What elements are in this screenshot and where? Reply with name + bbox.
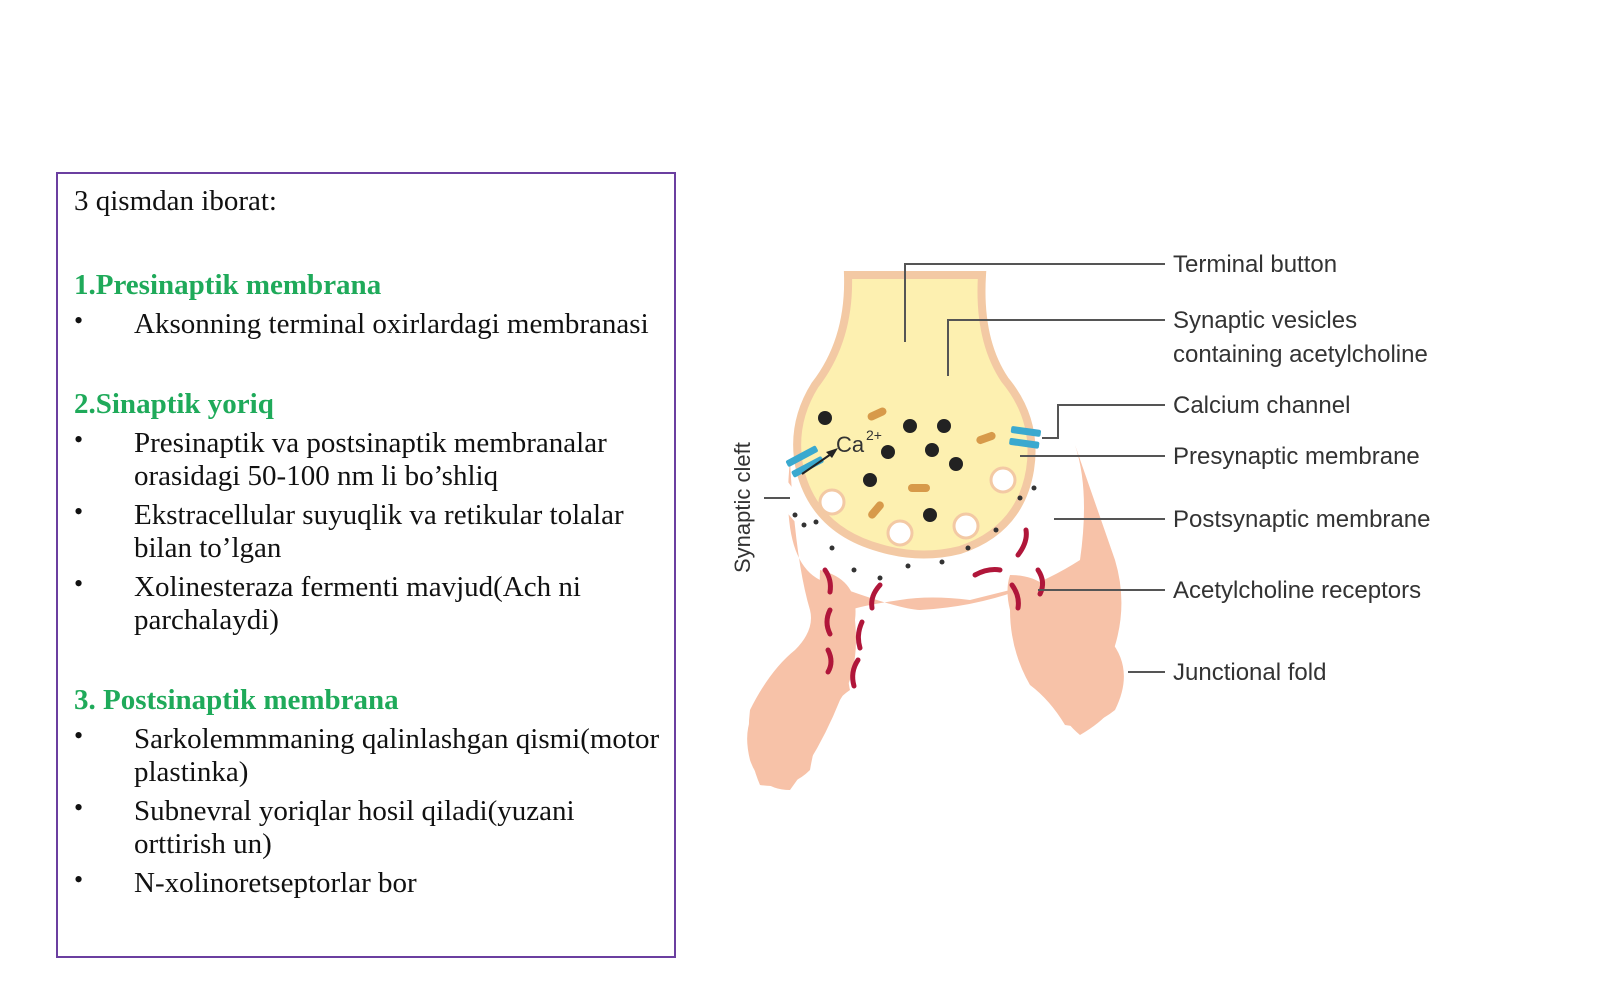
section-title: 2.Sinaptik yoriq [74,388,274,420]
vesicle [863,473,877,487]
receptor-mark [1035,567,1046,597]
fragment [976,431,996,445]
exocytosis-sites [818,466,1017,547]
bullet-list: Aksonning terminal oxirlardagi membranas… [74,304,660,341]
label-synaptic-vesicles-1: Synaptic vesicles [1173,307,1357,334]
release-site [989,466,1017,494]
receptor-mark [869,582,883,611]
receptor-mark [1015,527,1029,558]
synaptic-vesicles [818,411,963,522]
ach-dot [877,575,883,581]
section-title: 3. Postsinaptik membrana [74,684,399,716]
ach-dot [801,522,807,528]
calcium-channel-left [786,445,824,478]
label-acetylcholine-receptors: Acetylcholine receptors [1173,577,1421,604]
channel-bar [786,445,818,467]
ach-dot [829,545,835,551]
label-synaptic-vesicles-2: containing acetylcholine [1173,341,1428,368]
receptor-mark [850,657,861,689]
label-junctional-fold: Junctional fold [1173,659,1326,686]
ach-dot [965,545,971,551]
leader-synaptic-vesicles [947,319,1165,376]
release-site [886,519,914,547]
channel-bar [1010,426,1041,437]
description-box: 3 qismdan iborat: 1.Presinaptik membrana… [56,172,676,958]
calcium-ion-label: Ca [836,432,865,457]
receptor-mark [825,647,834,675]
section-presynaptic: 1.Presinaptik membrana Aksonning termina… [74,266,660,341]
fragment [868,501,884,519]
receptor-mark [824,607,833,637]
vesicle [923,508,937,522]
label-calcium-channel: Calcium channel [1173,392,1350,419]
channel-bar [1009,438,1040,449]
fragment [908,484,930,492]
label-terminal-button: Terminal button [1173,251,1337,278]
label-postsynaptic-membrane: Postsynaptic membrane [1173,506,1430,533]
section-synaptic-cleft: 2.Sinaptik yoriq Presinaptik va postsina… [74,385,660,637]
bullet-item: Xolinesteraza fermenti mavjud(Ach ni par… [74,567,660,637]
receptor-mark [1009,582,1021,611]
synaptic-cleft-area [765,460,1075,585]
ach-dot [813,519,819,525]
bullet-list: Sarkolemmmaning qalinlashgan qismi(motor… [74,719,660,900]
section-title: 1.Presinaptik membrana [74,269,382,301]
receptor-mark [972,567,1003,578]
bullet-item: N-xolinoretseptorlar bor [74,863,660,900]
label-presynaptic-membrane: Presynaptic membrane [1173,443,1420,470]
junctional-fold-right [1007,575,1124,726]
ach-dot [1031,485,1037,491]
leader-calcium-channel [1042,404,1165,439]
bullet-item: Aksonning terminal oxirlardagi membranas… [74,304,660,341]
calcium-arrow [801,451,835,475]
junctional-fold-left [747,570,856,790]
vesicle-fragments [867,407,996,519]
leader-terminal-button [904,263,1165,342]
terminal-button [793,271,1036,559]
acetylcholine-receptors [822,527,1046,689]
channel-bar [791,456,824,478]
receptor-mark [855,619,865,651]
calcium-channel-right [1009,426,1041,449]
leader-lines [904,263,1165,673]
receptor-mark [822,567,833,595]
bullet-item: Ekstracellular suyuqlik va retikular tol… [74,495,660,565]
bullet-list: Presinaptik va postsinaptik membranalar … [74,423,660,637]
synaptic-cleft-label: Synaptic cleft [730,442,755,573]
vesicle [903,419,917,433]
acetylcholine-molecules [792,485,1037,581]
intro-text: 3 qismdan iborat: [74,185,277,217]
bullet-item: Subnevral yoriqlar hosil qiladi(yuzani o… [74,791,660,861]
bullet-item: Presinaptik va postsinaptik membranalar … [74,423,660,493]
release-site [818,488,846,516]
calcium-charge-label: 2+ [866,427,882,443]
calcium-arrowhead [826,448,838,458]
vesicle [937,419,951,433]
ach-dot [851,567,857,573]
vesicle [925,443,939,457]
ach-dot [993,527,999,533]
bullet-item: Sarkolemmmaning qalinlashgan qismi(motor… [74,719,660,789]
ach-dot [792,512,798,518]
fragment [867,407,887,421]
section-postsynaptic: 3. Postsinaptik membrana Sarkolemmmaning… [74,681,660,900]
ach-dot [1017,495,1023,501]
ach-dot [939,559,945,565]
ach-dot [905,563,911,569]
vesicle [949,457,963,471]
vesicle [818,411,832,425]
synapse-diagram: Ca 2+ Synaptic cleft Terminal button Syn… [730,251,1430,790]
release-site [952,512,980,540]
vesicle [881,445,895,459]
